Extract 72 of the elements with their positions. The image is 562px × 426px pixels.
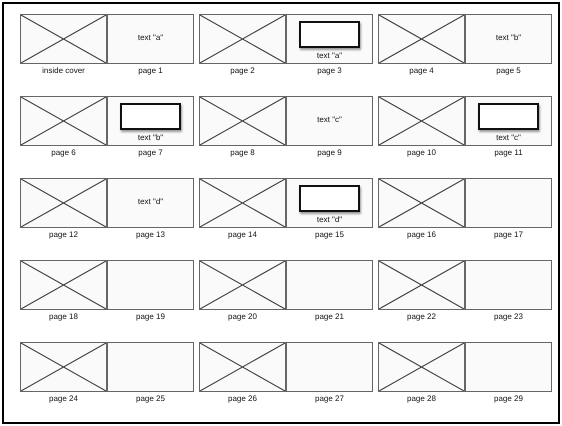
image-placeholder bbox=[20, 96, 107, 146]
page-box bbox=[286, 260, 373, 310]
page-label: page 8 bbox=[229, 148, 256, 157]
image-placeholder bbox=[378, 178, 465, 228]
page-label: page 18 bbox=[48, 312, 79, 321]
page-label: page 4 bbox=[408, 66, 435, 75]
page-box bbox=[465, 96, 552, 146]
page-label: page 10 bbox=[406, 148, 437, 157]
image-placeholder bbox=[20, 342, 107, 392]
image-placeholder bbox=[378, 14, 465, 64]
page-label: page 27 bbox=[314, 394, 345, 403]
image-placeholder bbox=[199, 260, 286, 310]
page-label: page 21 bbox=[314, 312, 345, 321]
image-placeholder bbox=[378, 342, 465, 392]
page-label: page 20 bbox=[227, 312, 258, 321]
page-text: text "a" bbox=[136, 33, 164, 42]
page-label: page 24 bbox=[48, 394, 79, 403]
page-label: page 12 bbox=[48, 230, 79, 239]
page-label: page 3 bbox=[316, 66, 343, 75]
page-box bbox=[465, 14, 552, 64]
page-label: page 5 bbox=[495, 66, 522, 75]
page-label: page 26 bbox=[227, 394, 258, 403]
page-box bbox=[107, 96, 194, 146]
page-text: text "d" bbox=[136, 197, 164, 206]
page-text: text "b" bbox=[494, 33, 522, 42]
framed-box bbox=[120, 103, 181, 130]
page-box bbox=[465, 178, 552, 228]
page-box bbox=[286, 14, 373, 64]
page-label: page 29 bbox=[493, 394, 524, 403]
page-label: page 22 bbox=[406, 312, 437, 321]
page-box bbox=[286, 342, 373, 392]
framed-box bbox=[299, 185, 360, 212]
page-label: page 16 bbox=[406, 230, 437, 239]
page-label: page 2 bbox=[229, 66, 256, 75]
page-box bbox=[465, 342, 552, 392]
page-label: inside cover bbox=[41, 66, 86, 75]
page-label: page 13 bbox=[135, 230, 166, 239]
image-placeholder bbox=[378, 260, 465, 310]
page-label: page 6 bbox=[50, 148, 77, 157]
page-label: page 7 bbox=[137, 148, 164, 157]
image-placeholder bbox=[199, 342, 286, 392]
image-placeholder bbox=[20, 14, 107, 64]
page-label: page 17 bbox=[493, 230, 524, 239]
image-placeholder bbox=[199, 178, 286, 228]
page-label: page 23 bbox=[493, 312, 524, 321]
page-box bbox=[107, 342, 194, 392]
page-label: page 15 bbox=[314, 230, 345, 239]
page-label: page 25 bbox=[135, 394, 166, 403]
image-placeholder bbox=[199, 14, 286, 64]
page-text: text "b" bbox=[136, 133, 164, 142]
image-placeholder bbox=[378, 96, 465, 146]
framed-box bbox=[478, 103, 539, 130]
image-placeholder bbox=[20, 178, 107, 228]
page-label: page 14 bbox=[227, 230, 258, 239]
framed-box bbox=[299, 21, 360, 48]
page-label: page 28 bbox=[406, 394, 437, 403]
page-box bbox=[107, 178, 194, 228]
page-label: page 9 bbox=[316, 148, 343, 157]
page-box bbox=[286, 96, 373, 146]
page-box bbox=[107, 260, 194, 310]
page-label: page 11 bbox=[493, 148, 524, 157]
page-label: page 1 bbox=[137, 66, 164, 75]
page-text: text "a" bbox=[316, 51, 344, 60]
image-placeholder bbox=[199, 96, 286, 146]
page-text: text "c" bbox=[495, 133, 522, 142]
page-text: text "d" bbox=[316, 215, 344, 224]
page-box bbox=[465, 260, 552, 310]
page-box bbox=[107, 14, 194, 64]
page-box bbox=[286, 178, 373, 228]
page-text: text "c" bbox=[316, 115, 343, 124]
image-placeholder bbox=[20, 260, 107, 310]
page-label: page 19 bbox=[135, 312, 166, 321]
